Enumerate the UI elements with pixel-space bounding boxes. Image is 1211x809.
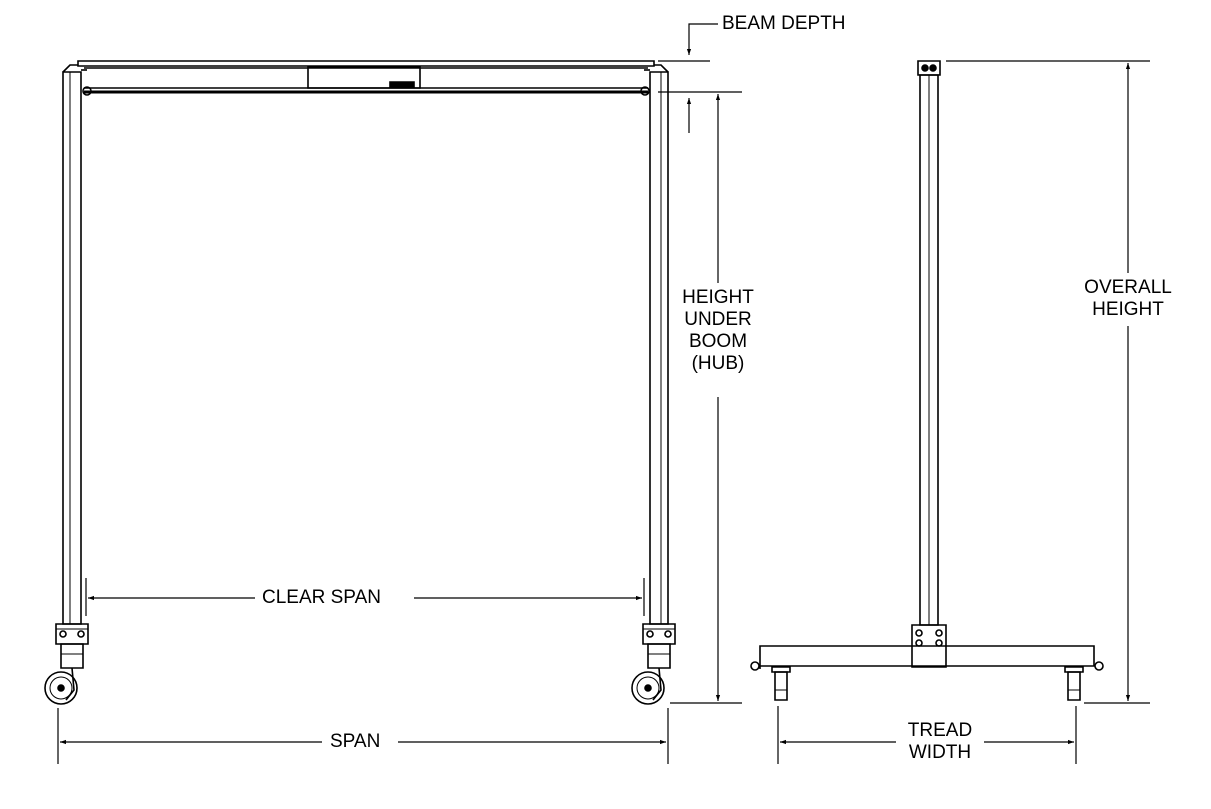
span-dimension [58, 708, 668, 764]
clear-span-dimension [86, 578, 644, 616]
overall-height-line-2: HEIGHT [1092, 299, 1164, 320]
height-under-boom-line-1: HEIGHT [682, 287, 754, 308]
beam-depth-dimension [658, 24, 742, 133]
overall-height-dimension [946, 61, 1150, 703]
span-label: SPAN [330, 731, 381, 753]
dimension-lines [58, 24, 1150, 764]
beam-depth-label: BEAM DEPTH [722, 13, 846, 35]
side-caster-left [772, 667, 790, 700]
clear-span-label: CLEAR SPAN [262, 587, 381, 609]
base-tube [751, 646, 1103, 670]
height-under-boom-line-4: (HUB) [691, 353, 745, 374]
side-view [751, 61, 1103, 700]
side-column [912, 61, 946, 667]
height-under-boom-line-2: UNDER [684, 309, 752, 330]
right-leg [632, 65, 675, 704]
left-leg [45, 65, 88, 704]
overall-height-line-1: OVERALL [1084, 277, 1172, 298]
overall-height-label: OVERALL HEIGHT [1068, 277, 1188, 321]
tread-width-line-2: WIDTH [908, 742, 972, 763]
side-caster-right [1065, 667, 1083, 700]
front-view [45, 61, 675, 704]
height-under-boom-line-3: BOOM [688, 331, 748, 352]
tread-width-label: TREAD WIDTH [898, 720, 982, 764]
top-beam [78, 61, 654, 95]
height-under-boom-label: HEIGHT UNDER BOOM (HUB) [670, 287, 766, 375]
tread-width-dimension [778, 706, 1076, 764]
tread-width-line-1: TREAD [907, 720, 973, 741]
height-under-boom-dimension [670, 94, 742, 703]
